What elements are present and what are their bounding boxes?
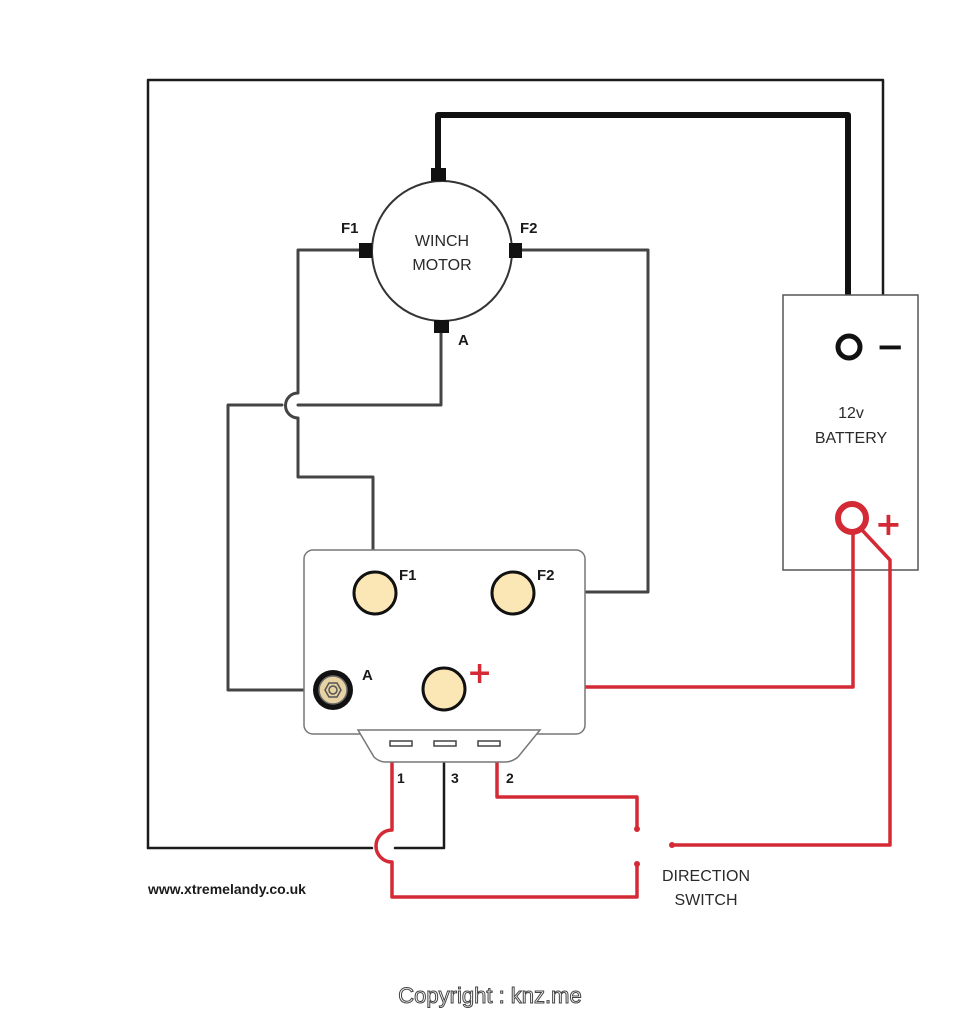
battery-positive-to-switch [670, 528, 892, 847]
website-text: www.xtremelandy.co.uk [147, 881, 306, 897]
a-wire-lower [226, 403, 317, 692]
solenoid-terminal-a-nut [318, 675, 348, 705]
a-wire [296, 328, 443, 407]
motor-terminal-top [431, 168, 446, 181]
solenoid-terminal-positive [421, 666, 467, 712]
connector-pin-1 [389, 740, 413, 747]
f2-wire [513, 248, 650, 594]
solenoid-terminal-f2 [490, 570, 536, 616]
motor-terminal-a [434, 320, 449, 333]
connector-pin-3-label: 3 [451, 770, 459, 786]
motor-terminal-f2 [509, 243, 522, 258]
connector-pin-1-label: 1 [397, 770, 405, 786]
battery-negative-terminal [835, 333, 863, 361]
battery-label-line2: BATTERY [815, 430, 888, 447]
switch-pivot [634, 826, 640, 832]
switch-label-line2: SWITCH [674, 892, 737, 909]
switch-contact [634, 861, 640, 867]
winch-motor [371, 180, 513, 322]
switch-common [669, 842, 675, 848]
motor-label-line2: MOTOR [412, 257, 471, 274]
solenoid-terminal-a-hole [328, 685, 338, 695]
connector-pin-2-label: 2 [506, 770, 514, 786]
battery-negative-sign: − [876, 327, 905, 367]
solenoid-terminal-f1 [352, 570, 398, 616]
motor-terminal-f1 [359, 243, 372, 258]
motor-label-line1: WINCH [415, 233, 469, 250]
switch-pin2-wire [495, 746, 639, 831]
solenoid-f2-label: F2 [537, 567, 555, 584]
motor-a-label: A [458, 332, 469, 349]
pin3-ground-wire [393, 740, 446, 850]
connector-pin-2 [477, 740, 501, 747]
switch-pin1-wire [374, 746, 639, 899]
battery-label-line1: 12v [838, 405, 864, 422]
motor-battery-negative-cable [435, 112, 851, 348]
connector-pin-3 [433, 740, 457, 747]
battery-positive-sign: + [875, 505, 902, 543]
motor-f1-label: F1 [341, 220, 359, 237]
f1-wire [284, 248, 375, 570]
copyright-text: Copyright : knz.me [398, 983, 581, 1008]
switch-label-line1: DIRECTION [662, 868, 750, 885]
motor-f2-label: F2 [520, 220, 538, 237]
solenoid-terminal-a-hex [324, 682, 342, 698]
solenoid-a-label: A [362, 667, 373, 684]
battery-positive-terminal [835, 501, 869, 535]
solenoid-f1-label: F1 [399, 567, 417, 584]
solenoid-positive-sign: + [467, 656, 492, 691]
battery-positive-to-solenoid [463, 528, 855, 689]
